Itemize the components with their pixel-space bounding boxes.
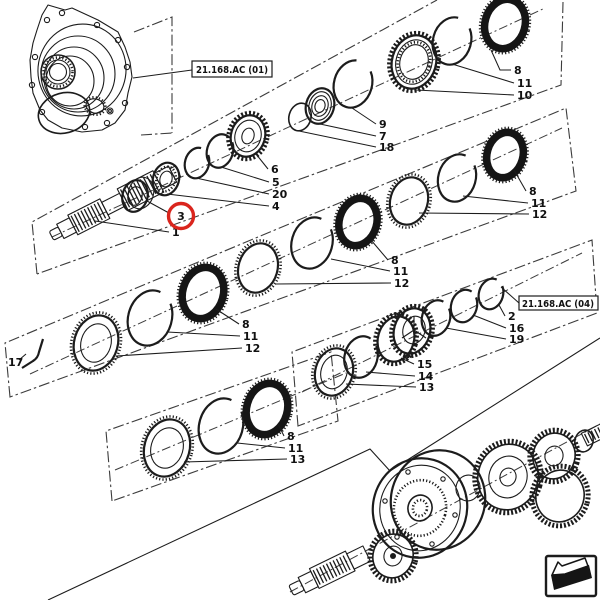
callout-11-d[interactable]: 11 — [288, 442, 303, 455]
axis-band-c — [301, 252, 583, 393]
snap-ring-9 — [332, 59, 374, 109]
callout-11-br[interactable]: 11 — [531, 197, 546, 210]
callout-10[interactable]: 10 — [517, 89, 533, 102]
ring-5 — [205, 133, 235, 169]
clip-17 — [21, 338, 45, 369]
axis-band-d — [114, 372, 347, 471]
cluster-mid-gear — [472, 438, 544, 516]
panel-d — [105, 351, 339, 502]
callout-1[interactable]: 1 — [172, 226, 180, 239]
ref-label-01-text[interactable]: 21.168.AC (01) — [196, 65, 268, 76]
callout-8-bl[interactable]: 8 — [242, 318, 250, 331]
callout-8-d[interactable]: 8 — [287, 430, 295, 443]
panel-c — [291, 239, 598, 427]
band-d-parts — [139, 377, 294, 481]
ring-11d — [197, 397, 245, 455]
callout-3-highlighted[interactable]: 3 — [177, 210, 185, 223]
flanged-ring-3 — [121, 176, 155, 213]
ref-label-04-text[interactable]: 21.168.AC (04) — [522, 299, 594, 310]
callout-12-bm[interactable]: 12 — [394, 277, 409, 290]
callout-7[interactable]: 7 — [379, 130, 387, 143]
ref-label-04[interactable]: 21.168.AC (04) — [518, 295, 599, 311]
band-a-parts — [49, 0, 532, 241]
band-b-parts — [21, 126, 529, 375]
callout-15[interactable]: 15 — [417, 358, 432, 371]
callout-11-bl[interactable]: 11 — [243, 330, 258, 343]
housing-boss — [37, 91, 91, 135]
housing-panel — [133, 16, 173, 136]
callout-12-br[interactable]: 12 — [532, 208, 547, 221]
callout-8-br[interactable]: 8 — [529, 185, 537, 198]
cluster-bottom-gear — [367, 528, 419, 584]
housing-bore — [40, 54, 76, 90]
callout-13-d[interactable]: 13 — [290, 453, 305, 466]
callout-8-bm[interactable]: 8 — [391, 254, 399, 267]
ref-label-01[interactable]: 21.168.AC (01) — [191, 60, 273, 78]
ring-14 — [343, 335, 379, 379]
snap-ring-20 — [183, 146, 211, 180]
panel-a-right — [36, 1, 564, 275]
bearing-4 — [151, 161, 181, 197]
friction-ring-8 — [478, 0, 532, 55]
callout-leaders — [18, 49, 530, 463]
friction-ring-8d — [240, 377, 294, 441]
roller-bearing-15 — [373, 303, 435, 367]
callout-17[interactable]: 17 — [8, 356, 23, 369]
callout-13-c[interactable]: 13 — [419, 381, 434, 394]
callout-numbers: 8 11 10 9 7 18 6 5 20 4 3 1 8 11 12 8 11… — [8, 64, 547, 466]
toothed-ring-13d — [139, 415, 195, 481]
plate-set-left — [69, 261, 230, 375]
snap-ring-2 — [477, 277, 505, 311]
bearing-7 — [304, 87, 336, 125]
callout-5[interactable]: 5 — [272, 176, 280, 189]
callout-8-a[interactable]: 8 — [514, 64, 522, 77]
input-shaft — [49, 165, 182, 241]
planetary-carrier-drum — [371, 449, 487, 559]
callout-11-bm[interactable]: 11 — [393, 265, 408, 278]
cluster-small-gear — [527, 427, 581, 485]
callout-6[interactable]: 6 — [271, 163, 279, 176]
ring-19 — [420, 299, 452, 337]
gearbox-housing — [28, 4, 133, 135]
callout-4[interactable]: 4 — [272, 200, 280, 213]
plate-set-right — [385, 126, 529, 229]
callout-14[interactable]: 14 — [418, 370, 434, 383]
callout-16[interactable]: 16 — [509, 322, 525, 335]
assembled-gear-cluster — [288, 421, 600, 596]
back-arrow-icon — [551, 557, 592, 590]
nav-arrow-button[interactable] — [544, 554, 598, 598]
callout-2[interactable]: 2 — [508, 310, 516, 323]
snap-ring-11 — [431, 16, 473, 66]
wedge-pointer — [47, 337, 600, 600]
gear-6 — [226, 110, 270, 162]
cluster-input-shaft — [288, 545, 371, 596]
callout-18[interactable]: 18 — [379, 141, 394, 154]
callout-20[interactable]: 20 — [272, 188, 288, 201]
highlight-circle-part-3[interactable] — [166, 201, 196, 231]
callout-19[interactable]: 19 — [509, 333, 524, 346]
panel-a-left — [31, 0, 438, 275]
plate-set-middle — [234, 192, 383, 297]
cluster-output-stub — [574, 421, 600, 453]
callout-12-bl[interactable]: 12 — [245, 342, 260, 355]
band-c-parts — [310, 277, 505, 400]
callout-11-a[interactable]: 11 — [517, 77, 532, 90]
ring-16 — [449, 288, 479, 324]
bearing-10 — [387, 30, 441, 94]
callout-9[interactable]: 9 — [379, 118, 387, 131]
